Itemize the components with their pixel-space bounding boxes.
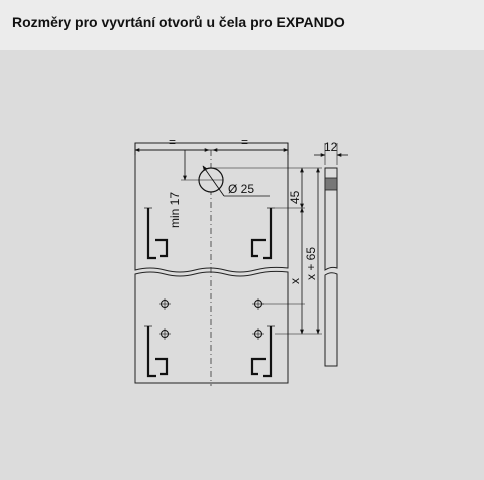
small-hole-right-2: [252, 328, 264, 340]
equal-label-right: =: [241, 135, 248, 149]
side-view-hole: [324, 177, 338, 191]
bracket-lower-right: [250, 326, 273, 378]
equal-label-left: =: [169, 135, 176, 149]
small-hole-left-1: [159, 298, 171, 310]
small-hole-left-2: [159, 328, 171, 340]
header-bar: Rozměry pro vyvrtání otvorů u čela pro E…: [0, 0, 484, 50]
side-view-lower: [324, 272, 338, 367]
front-panel-upper: [134, 142, 289, 273]
bracket-upper-left: [146, 208, 169, 260]
dim-12-label: 12: [324, 140, 338, 154]
bracket-upper-right: [250, 208, 273, 260]
min17-label: min 17: [168, 192, 182, 228]
drilling-diagram: = = Ø 25 min 17: [134, 135, 348, 386]
dim-x65-label: x + 65: [304, 247, 318, 280]
bracket-lower-left: [146, 326, 169, 378]
side-view-upper: [324, 167, 338, 271]
front-panel-lower: [134, 270, 289, 384]
dim-45-label: 45: [288, 190, 302, 204]
page-title: Rozměry pro vyvrtání otvorů u čela pro E…: [12, 14, 345, 30]
diameter-label: Ø 25: [228, 182, 254, 196]
dim-x-label: x: [288, 278, 302, 284]
